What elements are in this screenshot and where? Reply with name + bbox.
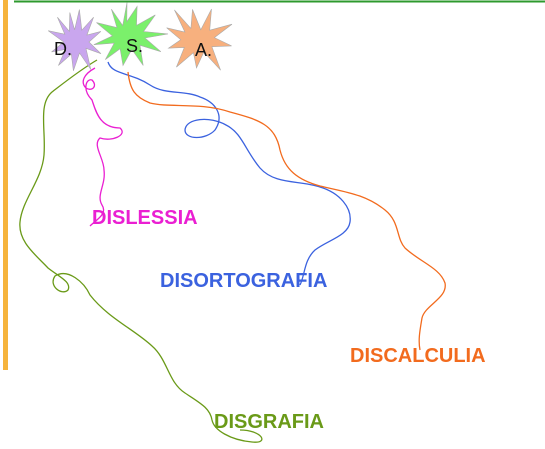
dislessia-connector: [82, 67, 123, 227]
label-disgrafia: DISGRAFIA: [214, 411, 324, 433]
label-discalculia: DISCALCULIA: [350, 345, 486, 367]
label-dislessia: DISLESSIA: [92, 207, 198, 229]
star-s-shape: [93, 2, 169, 67]
left-frame-bar: [3, 0, 8, 370]
discalculia-connector: [127, 71, 446, 351]
star-label-d: D.: [54, 39, 72, 59]
disgrafia-connector: [19, 59, 263, 443]
star-d-shape: [48, 9, 102, 71]
star-label-a: A.: [195, 40, 213, 60]
label-disortografia: DISORTOGRAFIA: [160, 270, 328, 292]
star-label-s: S.: [126, 36, 144, 56]
star-a-shape: [166, 8, 233, 71]
disortografia-connector: [107, 61, 351, 286]
